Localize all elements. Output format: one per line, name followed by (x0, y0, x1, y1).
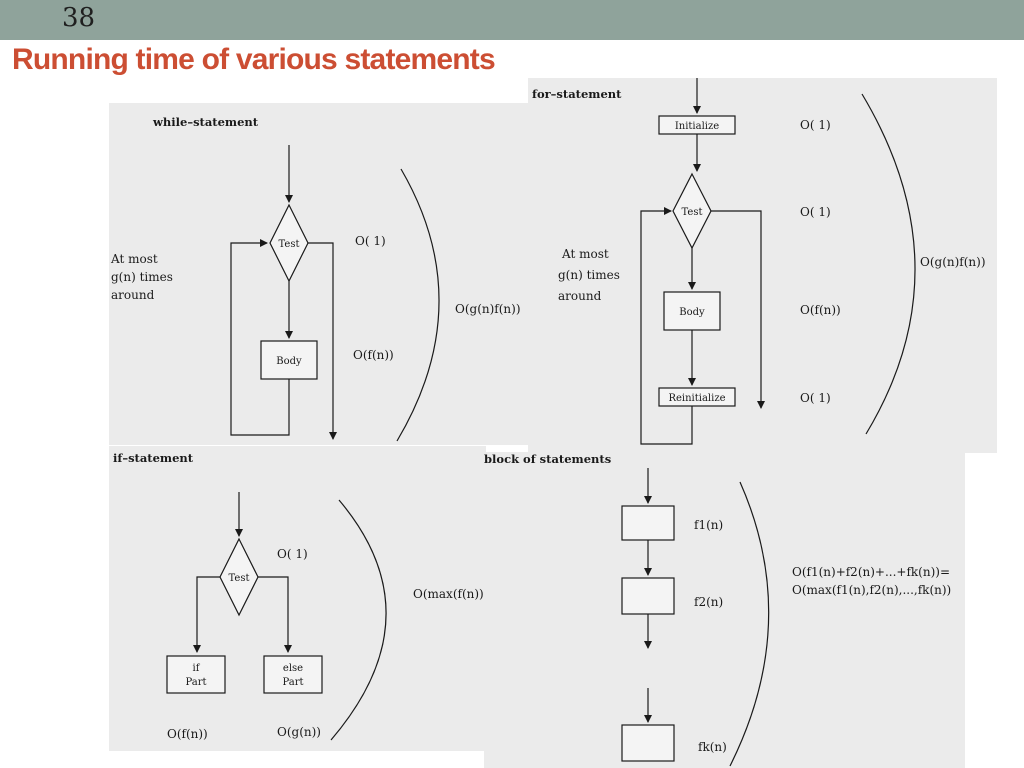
for-body-label: Body (679, 307, 705, 318)
f1-box (621, 505, 675, 541)
for-reinitialize-label: Reinitialize (668, 393, 725, 404)
for-loop-note-3: around (558, 289, 602, 303)
header-bar (0, 0, 1024, 40)
if-test-diamond (219, 537, 259, 617)
for-test-label: Test (682, 207, 703, 218)
if-part-cost: O(f(n)) (167, 727, 208, 741)
for-init-cost: O( 1) (800, 118, 831, 132)
while-brace (396, 168, 440, 442)
fk-box (621, 724, 675, 762)
slide-title: Running time of various statements (12, 43, 496, 76)
if-part-box (166, 655, 226, 694)
f2-label: f2(n) (694, 595, 723, 609)
if-total: O(max(f(n)) (413, 587, 484, 601)
if-brace (330, 499, 387, 741)
block-total-line-2: O(max(f1(n),f2(n),...,fk(n)) (792, 583, 951, 597)
else-part-label-2: Part (282, 677, 303, 688)
if-statement-diagram: if–statement Test if Part else Part O( 1… (109, 446, 486, 751)
block-of-statements-diagram: block of statements f1(n) f2(n) fk(n) O(… (484, 452, 965, 768)
slide-number: 38 (62, 3, 96, 33)
else-part-cost: O(g(n)) (277, 725, 321, 739)
for-initialize-label: Initialize (675, 121, 719, 132)
for-statement-diagram: for–statement Initialize Test Body Reini… (528, 78, 997, 453)
for-reinitialize-box (658, 387, 736, 407)
else-part-label-1: else (283, 663, 303, 674)
for-reinit-cost: O( 1) (800, 391, 831, 405)
while-statement-diagram: while–statement Test Body At most g(n) t… (109, 103, 531, 445)
for-brace (861, 93, 916, 435)
f2-box (621, 577, 675, 615)
while-loop-note-3: around (111, 288, 155, 302)
for-loop-note-2: g(n) times (558, 268, 620, 282)
while-body-label: Body (276, 356, 302, 367)
while-loop-note-2: g(n) times (111, 270, 173, 284)
block-heading: block of statements (484, 452, 611, 466)
while-body-cost: O(f(n)) (353, 348, 394, 362)
for-total: O(g(n)f(n)) (920, 255, 986, 269)
f1-label: f1(n) (694, 518, 723, 532)
for-test-cost: O( 1) (800, 205, 831, 219)
while-heading: while–statement (152, 115, 259, 129)
block-total-line-1: O(f1(n)+f2(n)+...+fk(n))= (792, 565, 950, 579)
if-test-cost: O( 1) (277, 547, 308, 561)
else-part-box (263, 655, 323, 694)
fk-label: fk(n) (698, 740, 727, 754)
while-loop-note-1: At most (110, 252, 158, 266)
for-body-cost: O(f(n)) (800, 303, 841, 317)
if-heading: if–statement (113, 451, 194, 465)
for-heading: for–statement (532, 87, 622, 101)
while-test-cost: O( 1) (355, 234, 386, 248)
while-body-box (260, 340, 318, 380)
block-brace (729, 481, 770, 767)
if-part-label-1: if (193, 663, 201, 674)
while-total: O(g(n)f(n)) (455, 302, 521, 316)
while-test-label: Test (279, 239, 300, 250)
if-test-label: Test (229, 573, 250, 584)
if-part-label-2: Part (185, 677, 206, 688)
for-loop-note-1: At most (561, 247, 609, 261)
